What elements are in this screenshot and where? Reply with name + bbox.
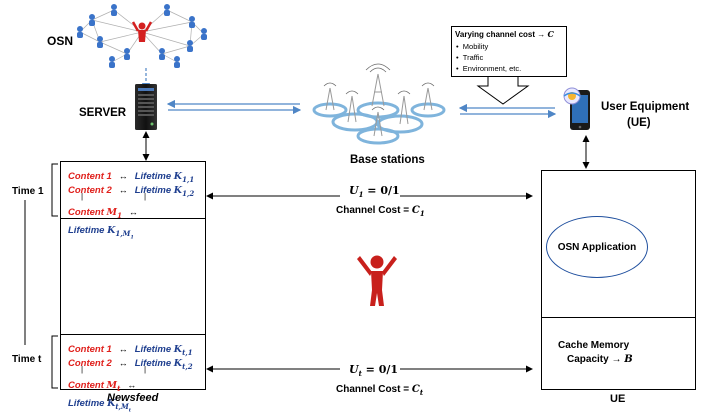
social-network-icon	[77, 4, 207, 68]
time1-bracket	[51, 163, 58, 217]
ue-bottom-label: UE	[610, 393, 626, 405]
callout-title-text: Varying channel cost →	[455, 30, 548, 39]
timet-label: Time t	[12, 354, 42, 365]
newsfeed-time1-block: Content 1 ↔ Lifetime K1,1 Content 2 ↔ Li…	[61, 162, 205, 240]
cache-memory-line1: Cache Memory	[558, 340, 630, 351]
newsfeed-row: Content 1 ↔ Lifetime K1,1	[68, 171, 195, 184]
callout-item: • Environment, etc.	[456, 64, 522, 73]
newsfeed-timet-block: Content 1 ↔ Lifetime Kt,1 Content 2 ↔ Li…	[61, 334, 205, 413]
base-stations-label: Base stations	[350, 154, 425, 166]
callout-pointer	[476, 77, 530, 105]
time1-u-label: U1 = 0/1	[349, 184, 400, 200]
callout-item: • Mobility	[456, 42, 489, 51]
timet-bracket	[51, 335, 58, 389]
timet-u-label: Ut = 0/1	[349, 363, 399, 379]
ue-panel: OSN Application Cache Memory Capacity → …	[541, 170, 696, 390]
ue-label-line2: (UE)	[627, 117, 651, 129]
user-figure-icon	[357, 255, 397, 306]
callout-list: • Mobility • Traffic • Environment, etc.	[456, 41, 521, 74]
osn-label: OSN	[47, 34, 74, 48]
callout-item: • Traffic	[456, 53, 484, 62]
server-icon	[135, 84, 157, 130]
newsfeed-row: Content M1 ↔ Lifetime K1,M1	[68, 207, 141, 241]
cache-memory-section: Cache Memory Capacity → B	[542, 317, 695, 390]
osn-application-label: OSN Application	[557, 241, 637, 253]
time1-label: Time 1	[12, 186, 44, 197]
ue-label-line1: User Equipment	[601, 101, 690, 113]
osn-application: OSN Application	[546, 216, 648, 278]
channel-cost-callout: Varying channel cost → C • Mobility • Tr…	[451, 26, 567, 77]
newsfeed-row: Content 2 ↔ Lifetime K1,2	[68, 185, 195, 198]
time1-cost-label: Channel Cost = C1	[336, 205, 425, 218]
callout-title: Varying channel cost → C	[455, 29, 554, 39]
newsfeed-panel: Content 1 ↔ Lifetime K1,1 Content 2 ↔ Li…	[60, 161, 206, 413]
newsfeed-label: Newsfeed	[107, 392, 159, 404]
smartphone-icon	[563, 87, 590, 130]
timet-cost-label: Channel Cost = Ct	[336, 384, 424, 397]
newsfeed-row: Content 1 ↔ Lifetime Kt,1	[68, 344, 193, 357]
newsfeed-row: Content 2 ↔ Lifetime Kt,2	[68, 358, 193, 371]
cache-memory-line2: Capacity → B	[567, 354, 633, 365]
callout-title-var: C	[547, 29, 554, 39]
base-stations-icon	[312, 63, 446, 145]
server-label: SERVER	[79, 107, 127, 119]
